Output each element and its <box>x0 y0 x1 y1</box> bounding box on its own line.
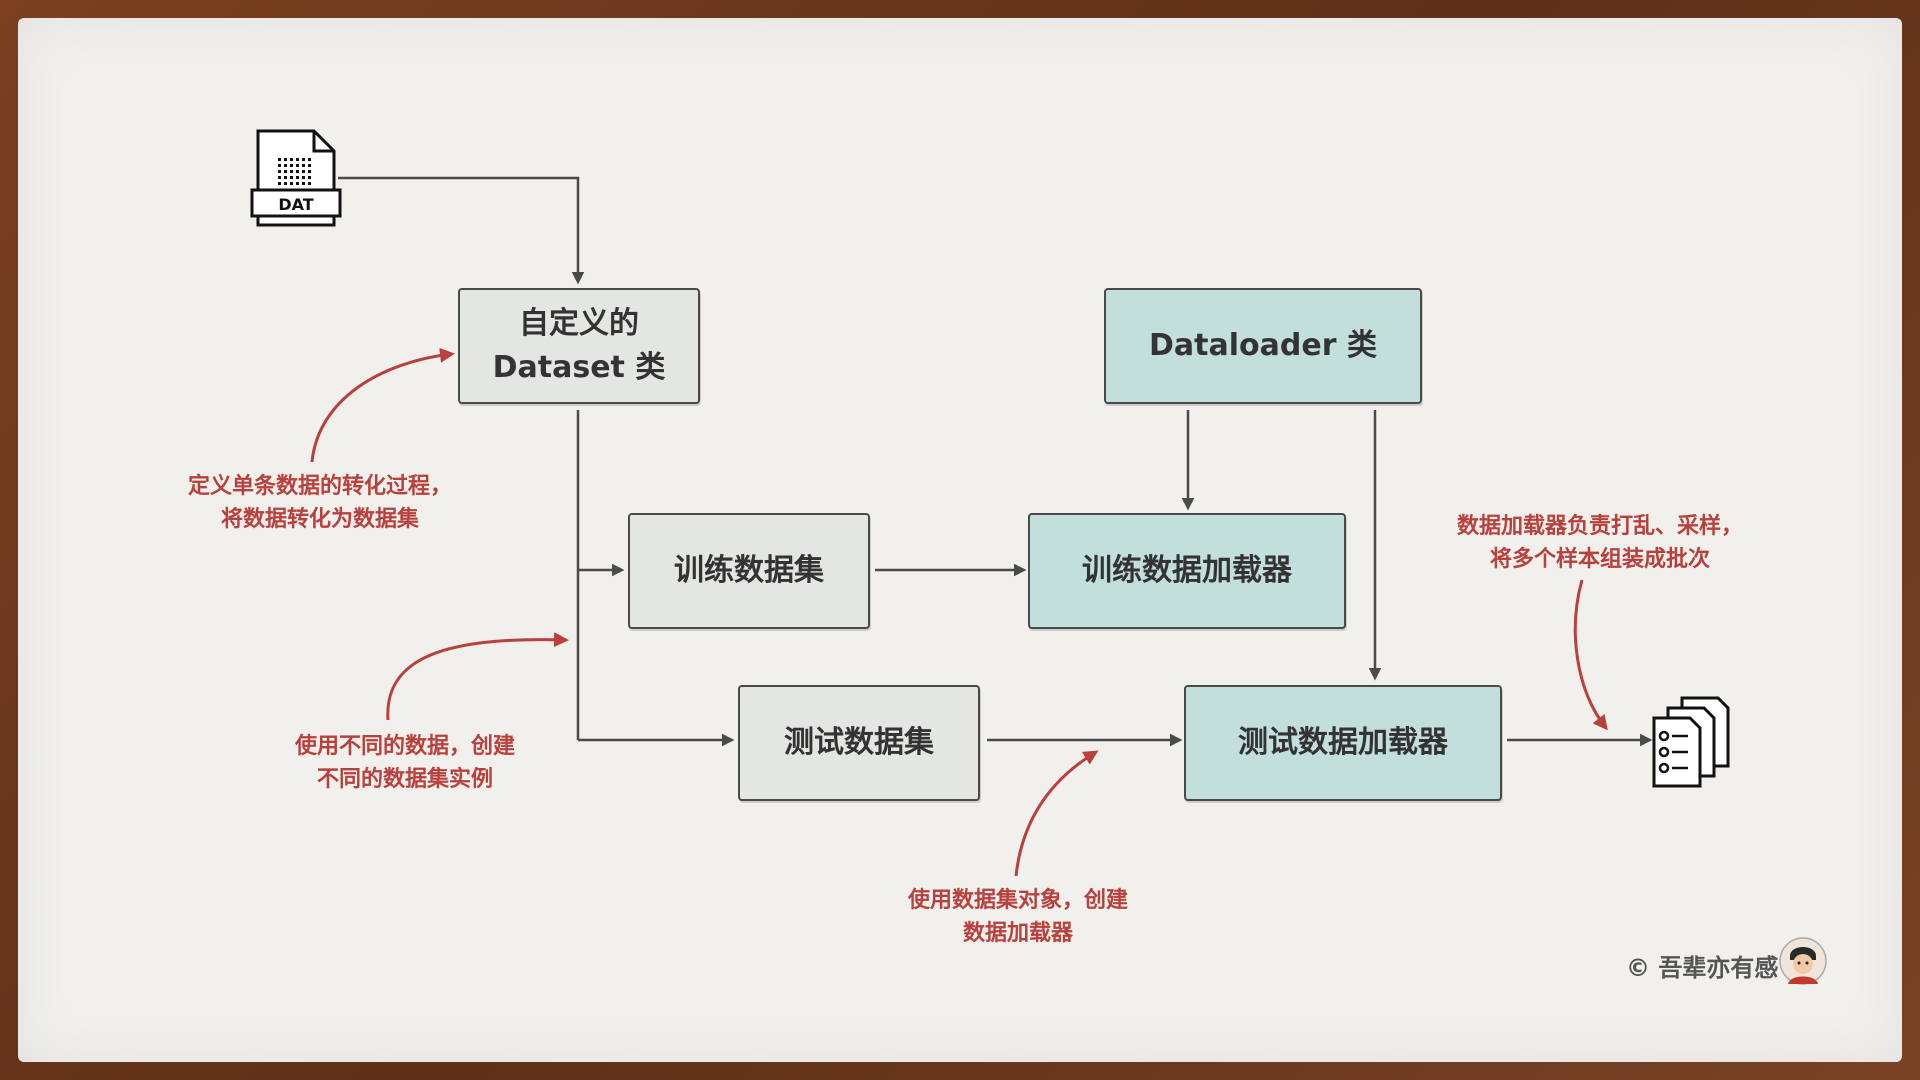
train-loader-box: 训练数据加载器 <box>1028 513 1346 629</box>
annotation-arrow-loader-create <box>1014 750 1099 877</box>
annotation-instances-line2: 不同的数据集实例 <box>316 767 493 792</box>
annotation-loader-create-line2: 数据加载器 <box>962 921 1073 946</box>
annotation-dataset-line2: 将数据转化为数据集 <box>220 507 419 532</box>
test-loader-label: 测试数据加载器 <box>1238 725 1448 760</box>
annotation-dataset-definition: 定义单条数据的转化过程， 将数据转化为数据集 <box>140 470 500 536</box>
dataloader-class-label: Dataloader 类 <box>1149 328 1377 363</box>
annotation-loader-role-line2: 将多个样本组装成批次 <box>1489 547 1710 572</box>
custom-dataset-line2: Dataset 类 <box>492 350 666 385</box>
author-avatar-icon <box>1778 936 1828 986</box>
annotation-loader-create-line1: 使用数据集对象，创建 <box>907 888 1128 913</box>
custom-dataset-line1: 自定义的 <box>518 306 639 341</box>
dataloader-class-box: Dataloader 类 <box>1104 288 1422 404</box>
batch-documents-icon <box>1652 694 1732 790</box>
train-dataset-box: 训练数据集 <box>628 513 870 629</box>
dat-file-icon: DAT <box>250 128 342 228</box>
train-loader-label: 训练数据加载器 <box>1082 553 1292 588</box>
annotation-dataset-instances: 使用不同的数据，创建 不同的数据集实例 <box>245 730 565 796</box>
annotation-instances-line1: 使用不同的数据，创建 <box>294 734 515 759</box>
annotation-dataset-line1: 定义单条数据的转化过程， <box>187 474 452 499</box>
dat-file-label: DAT <box>278 195 313 214</box>
annotation-arrow-loader-role <box>1573 579 1608 731</box>
annotation-arrow-instances <box>386 632 569 721</box>
train-dataset-label: 训练数据集 <box>674 553 824 588</box>
test-dataset-box: 测试数据集 <box>738 685 980 801</box>
annotation-arrow-dataset <box>310 347 455 463</box>
author-credit: © 吾辈亦有感 <box>1626 954 1779 982</box>
test-loader-box: 测试数据加载器 <box>1184 685 1502 801</box>
custom-dataset-class-box: 自定义的 Dataset 类 <box>458 288 700 404</box>
annotation-loader-role: 数据加载器负责打乱、采样， 将多个样本组装成批次 <box>1420 510 1780 576</box>
annotation-loader-create: 使用数据集对象，创建 数据加载器 <box>858 884 1178 950</box>
annotation-loader-role-line1: 数据加载器负责打乱、采样， <box>1456 514 1743 539</box>
connector-file-to-dataset <box>338 176 585 285</box>
test-dataset-label: 测试数据集 <box>784 725 934 760</box>
